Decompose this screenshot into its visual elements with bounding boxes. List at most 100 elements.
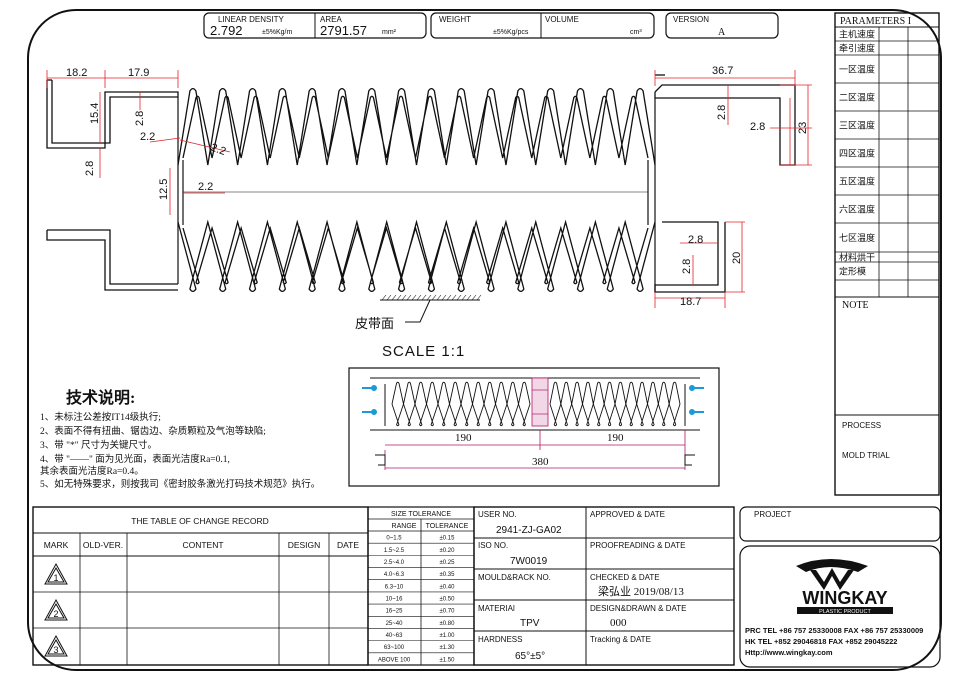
dim-36-7: 36.7 [712, 65, 733, 77]
dim-2-8-b: 2.8 [84, 161, 96, 176]
column-design: DESIGN [288, 540, 321, 550]
dim-23: 23 [797, 122, 809, 134]
proofreading-label: PROOFREADING & DATE [590, 541, 685, 550]
hk-contact: HK TEL +852 29046818 FAX +852 29045222 [745, 637, 897, 646]
parameter-row-label: 三区温度 [839, 120, 875, 131]
tolerance-cell: ±0.35 [440, 572, 456, 578]
process-label: PROCESS [842, 421, 881, 430]
tolerance-cell: ±1.30 [440, 645, 456, 651]
tolerance-cell: 2.5~4.0 [384, 560, 405, 566]
svg-text:2: 2 [53, 609, 58, 619]
parameter-row-label: 主机速度 [839, 29, 875, 40]
tolerance-cell: 10~16 [386, 597, 404, 603]
parameter-row-label: 六区温度 [839, 204, 875, 215]
company-block: WINGKAY PLASTIC PRODUCT PRC TEL +86 757 … [739, 545, 941, 668]
version-label: VERSION [673, 15, 709, 24]
assembly-view: 190 190 380 [348, 367, 720, 487]
project-box: PROJECT [739, 506, 941, 542]
parameter-row-label: 定形模 [839, 266, 866, 277]
dim-17-9: 17.9 [128, 67, 149, 79]
note-label: NOTE [842, 300, 869, 311]
parameter-row-label: 五区温度 [839, 176, 875, 187]
tolerance-cell: 40~63 [386, 633, 404, 639]
tolerance-cell: 63~100 [384, 645, 405, 651]
approved-label: APPROVED & DATE [590, 510, 665, 519]
svg-text:1: 1 [53, 573, 58, 583]
tolerance-cell: ±1.50 [440, 657, 456, 663]
iso-no-value: 7W0019 [510, 556, 548, 567]
dim-18-2: 18.2 [66, 67, 87, 79]
seal-profile [46, 74, 796, 293]
tolerance-cell: ±0.25 [440, 560, 456, 566]
column-date: DATE [337, 540, 359, 550]
dim-18-7: 18.7 [680, 296, 701, 308]
size-tolerance-title: SIZE TOLERANCE [391, 511, 451, 518]
tech-note-line: 2、表面不得有扭曲、锯齿边、杂质颗粒及气泡等缺陷; [40, 425, 266, 437]
parameter-row-label: 二区温度 [839, 92, 875, 103]
dim-2-8-c: 2.8 [716, 105, 728, 120]
user-no-label: USER NO. [478, 510, 517, 519]
tolerance-cell: ±0.70 [440, 609, 456, 615]
header-boxes: LINEAR DENSITY 2.792 ±5%Kg/m AREA 2791.5… [203, 12, 779, 39]
revision-triangle-icon: 2 [44, 598, 68, 621]
material-value: TPV [520, 618, 540, 629]
area-value: 2791.57 [320, 23, 367, 38]
mold-trial-label: MOLD TRIAL [842, 451, 890, 460]
design-drawn-label: DESIGN&DRAWN & DATE [590, 604, 686, 613]
weight-unit: ±5%Kg/pcs [493, 29, 529, 36]
right-top-flange [654, 84, 796, 166]
area-label: AREA [320, 15, 342, 24]
version-box [665, 12, 779, 39]
scale-label: SCALE 1:1 [382, 343, 465, 360]
dimensions: 18.2 17.9 15.4 2.8 2.2 2.2 2.8 12.5 2.2 … [46, 65, 812, 308]
hardness-label: HARDNESS [478, 635, 522, 644]
dim-2-2-b: 2.2 [209, 142, 227, 159]
iso-no-label: ISO NO. [478, 541, 508, 550]
dim-2-2-c: 2.2 [198, 181, 213, 193]
dim-12-5: 12.5 [158, 179, 170, 200]
tracking-label: Tracking & DATE [590, 635, 651, 644]
parameters-title: PARAMETERS I [840, 16, 911, 27]
parameter-row-label: 四区温度 [839, 148, 875, 159]
tech-note-line: 4、带 "——" 面为见光面，表面光洁度Ra=0.1, [40, 453, 230, 465]
checked-label: CHECKED & DATE [590, 573, 660, 582]
tolerance-cell: 6.3~10 [385, 584, 404, 590]
dim-20: 20 [731, 252, 743, 264]
assembly-dim-right: 190 [607, 432, 624, 444]
tech-notes-title: 技术说明: [66, 388, 135, 407]
parameter-row-label: 七区温度 [839, 232, 875, 243]
mould-rack-label: MOULD&RACK NO. [478, 573, 551, 582]
revision-triangle-icon: 3 [44, 634, 68, 657]
left-bottom-flange [46, 230, 178, 291]
column-content: CONTENT [182, 540, 223, 550]
parameters-table: PARAMETERS I 主机速度牵引速度一区温度二区温度三区温度四区温度五区温… [834, 12, 940, 496]
wingkay-logo-icon: WINGKAY PLASTIC PRODUCT [796, 559, 893, 615]
prc-contact: PRC TEL +86 757 25330008 FAX +86 757 253… [745, 626, 923, 635]
tolerance-cell: 25~40 [386, 621, 404, 627]
parameter-row-label: 一区温度 [839, 64, 875, 75]
tolerance-cell: 16~25 [386, 609, 404, 615]
dim-2-8-a: 2.8 [134, 111, 146, 126]
linear-density-unit: ±5%Kg/m [262, 29, 292, 36]
range-label: RANGE [392, 523, 417, 530]
tech-note-line: 3、带 "*" 尺寸为关键尺寸。 [40, 439, 157, 451]
checked-value: 梁弘业 2019/08/13 [598, 584, 684, 598]
tech-note-line: 1、未标注公差按IT14级执行; [40, 411, 161, 423]
design-drawn-value: 000 [610, 617, 627, 629]
change-record-table: THE TABLE OF CHANGE RECORD MARK OLD-VER.… [32, 506, 369, 666]
belt-surface-label: 皮带面 [355, 316, 394, 331]
tolerance-cell: ±0.40 [440, 584, 456, 590]
tolerance-cell: 1.5~2.5 [384, 548, 405, 554]
website: Http://www.wingkay.com [745, 648, 833, 657]
volume-unit: cm³ [630, 29, 642, 36]
left-top-flange [46, 80, 179, 149]
info-table: USER NO. 2941-ZJ-GA02 ISO NO. 7W0019 MOU… [473, 506, 735, 666]
dim-15-4: 15.4 [89, 103, 101, 124]
belt-surface-callout: 皮带面 [355, 294, 482, 331]
version-value: A [718, 27, 726, 38]
dim-2-8-e: 2.8 [688, 234, 703, 246]
hardness-value: 65°±5° [515, 651, 545, 662]
parameter-row-label: 材料烘干 [839, 252, 875, 263]
